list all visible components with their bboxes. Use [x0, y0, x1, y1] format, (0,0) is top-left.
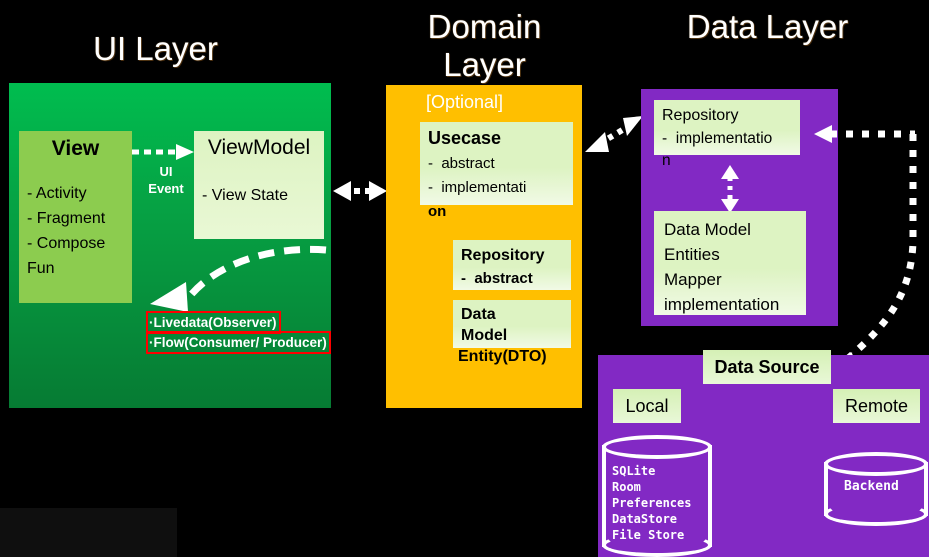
- remote-cylinder-top-ellipse: [824, 452, 928, 476]
- view-box-title: View: [51, 137, 100, 160]
- domain-data-model-line-1: Data: [461, 306, 496, 323]
- flow-annotation: ·Flow(Consumer/ Producer): [146, 331, 331, 354]
- data-model-line-1: Data Model: [664, 220, 751, 239]
- remote-box[interactable]: Remote: [833, 389, 920, 423]
- view-box[interactable]: View - Activity - Fragment - Compose Fun: [19, 131, 132, 303]
- usecase-box-title: Usecase: [428, 128, 502, 148]
- data-model-box[interactable]: Data Model Entities Mapper implementatio…: [654, 211, 806, 315]
- backend-label: Backend: [844, 479, 899, 494]
- remote-backend-cylinder: Backend: [824, 452, 928, 526]
- local-box[interactable]: Local: [613, 389, 681, 423]
- data-repository-item-implementation: - implementatio: [662, 130, 773, 147]
- usecase-overflow-text: on: [428, 203, 447, 220]
- viewmodel-item-view-state: - View State: [202, 187, 288, 204]
- domain-layer-title: Domain Layer: [427, 8, 542, 83]
- data-model-line-3: Mapper: [664, 270, 722, 289]
- ui-layer-title: UI Layer: [93, 30, 218, 67]
- data-model-line-2: Entities: [664, 245, 720, 264]
- domain-repository-item-abstract: - abstract: [461, 270, 533, 287]
- dark-rectangle-decoration: [0, 508, 177, 557]
- entity-dto-label: Entity(DTO): [458, 348, 547, 365]
- domain-repository-title: Repository: [461, 247, 545, 264]
- data-repository-overflow-text: n: [662, 152, 671, 169]
- domain-data-model-box[interactable]: Data Model: [453, 300, 571, 348]
- view-item-activity: - Activity: [27, 185, 87, 202]
- usecase-item-abstract: - abstract: [428, 155, 495, 172]
- usecase-box[interactable]: Usecase - abstract - implementati: [420, 122, 573, 205]
- view-item-fun: Fun: [27, 260, 55, 277]
- ui-event-label: UI Event: [148, 164, 184, 196]
- local-cylinder-top-ellipse: [602, 435, 712, 459]
- usecase-item-implementation: - implementati: [428, 179, 527, 196]
- remote-cylinder-bottom-ellipse: [824, 502, 928, 526]
- local-storage-items: SQLite Room Preferences DataStore File S…: [612, 464, 692, 542]
- data-source-box[interactable]: Data Source: [703, 350, 831, 384]
- viewmodel-box[interactable]: ViewModel - View State: [194, 131, 324, 239]
- domain-data-model-line-2: Model: [461, 327, 508, 344]
- domain-repository-box[interactable]: Repository - abstract: [453, 240, 571, 290]
- data-layer-title: Data Layer: [686, 8, 849, 45]
- local-storage-cylinder: SQLite Room Preferences DataStore File S…: [602, 435, 712, 557]
- remote-label: Remote: [844, 396, 909, 416]
- optional-label: [Optional]: [426, 92, 504, 112]
- local-cylinder-body: [602, 445, 712, 547]
- remote-cylinder-body: [824, 462, 928, 516]
- ui-domain-bidirectional-arrow: [333, 181, 387, 201]
- viewmodel-box-title: ViewModel: [207, 136, 311, 159]
- local-label: Local: [625, 396, 669, 416]
- local-cylinder-bottom-ellipse: [602, 533, 712, 557]
- data-repository-box[interactable]: Repository - implementatio: [654, 100, 800, 155]
- data-model-line-4: implementation: [664, 295, 780, 314]
- livedata-annotation: ·Livedata(Observer): [146, 311, 281, 334]
- data-source-label: Data Source: [714, 357, 820, 377]
- view-item-compose: - Compose: [27, 235, 106, 252]
- data-repository-title: Repository: [662, 107, 739, 124]
- view-item-fragment: - Fragment: [27, 210, 106, 227]
- domain-data-bidirectional-arrow: [585, 116, 643, 152]
